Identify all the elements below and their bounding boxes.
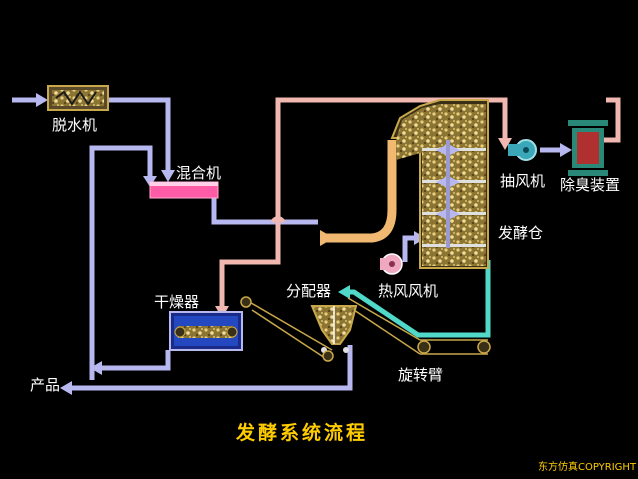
fermentation-bin bbox=[390, 99, 489, 269]
label-hot-air-fan: 热风风机 bbox=[378, 282, 439, 300]
exhaust-air-line bbox=[219, 97, 508, 312]
mixer-to-fermenter-line bbox=[211, 195, 318, 225]
dewater-to-mixer-line bbox=[108, 97, 171, 170]
deodorizer-outlet-line bbox=[600, 97, 621, 143]
dryer-out-arrow-icon bbox=[90, 361, 102, 375]
copyright-text: 东方仿真COPYRIGHT bbox=[538, 462, 637, 473]
air-flow-lines bbox=[219, 97, 621, 312]
mixer-unit bbox=[149, 181, 219, 199]
distributor-unit bbox=[310, 305, 358, 353]
diagram-title: 发酵系统流程 bbox=[236, 422, 369, 444]
label-product: 产品 bbox=[30, 376, 61, 394]
label-fermentation-bin: 发酵仓 bbox=[498, 224, 544, 242]
label-dewatering-machine: 脱水机 bbox=[52, 116, 98, 134]
rotating-arm-conveyor bbox=[347, 297, 491, 355]
feed-arrow-icon bbox=[36, 93, 48, 107]
recirculation-line bbox=[346, 260, 491, 338]
dewatering-machine bbox=[47, 85, 109, 111]
mixer-in-arrow-icon bbox=[161, 170, 175, 182]
exhaust-arrow-icon bbox=[498, 138, 512, 150]
label-mixer: 混合机 bbox=[176, 164, 222, 182]
exhaust-fan bbox=[508, 139, 537, 161]
label-exhaust-fan: 抽风机 bbox=[500, 172, 546, 190]
recirculation-arrow-icon bbox=[338, 285, 350, 299]
label-distributor: 分配器 bbox=[286, 282, 332, 300]
label-rotating-arm: 旋转臂 bbox=[398, 366, 444, 384]
dryer-unit bbox=[169, 311, 243, 351]
material-flow-lines bbox=[12, 97, 560, 391]
deodorizer-unit bbox=[568, 120, 608, 176]
chute-arrow-icon bbox=[320, 230, 334, 246]
product-out-line bbox=[72, 345, 353, 391]
label-dryer: 干燥器 bbox=[154, 293, 200, 311]
label-deodorizer: 除臭装置 bbox=[560, 176, 621, 194]
dryer-out-line bbox=[92, 350, 171, 371]
product-arrow-icon bbox=[60, 381, 72, 395]
deodorizer-in-arrow-icon bbox=[560, 143, 572, 157]
flow-arrowheads bbox=[36, 93, 572, 395]
line-crossover bbox=[270, 216, 286, 224]
hot-air-fan bbox=[380, 253, 403, 275]
recycle-to-mixer-line bbox=[89, 145, 153, 380]
bin-feed-chute bbox=[322, 140, 397, 243]
dryer-conveyor bbox=[240, 296, 334, 362]
